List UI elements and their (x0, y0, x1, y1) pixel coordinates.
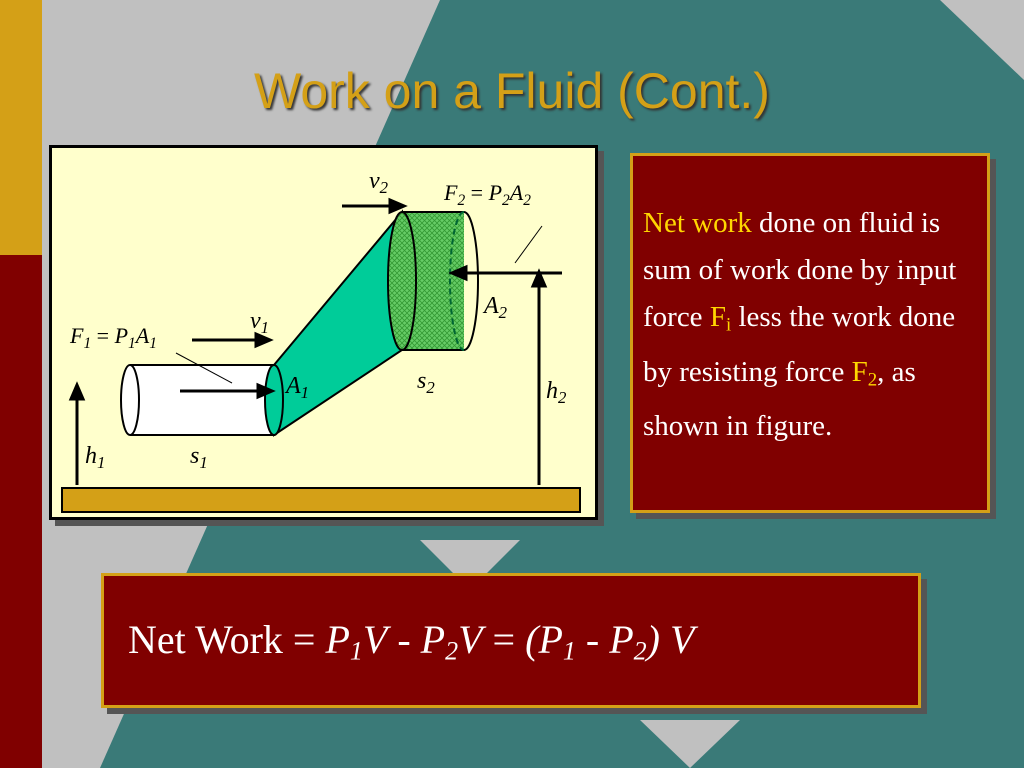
label-s2: s2 (417, 368, 435, 397)
ground-platform (61, 487, 581, 513)
net-work-highlight: Net work (643, 207, 752, 239)
force-fi: Fi (709, 301, 732, 336)
label-f2: F2 = P2A2 (443, 180, 531, 209)
label-h2: h2 (546, 378, 567, 407)
label-v1: v1 (250, 308, 269, 337)
lower-cylinder (130, 364, 275, 436)
diagram-panel: v2 F2 = P2A2 A2 F1 = P1A1 v1 A1 s2 h2 h1… (49, 145, 598, 520)
label-a1: A1 (284, 373, 309, 402)
label-v2: v2 (369, 168, 389, 197)
tapered-pipe (273, 209, 403, 437)
net-work-formula: Net Work = P1V - P2V = (P1 - P2) V (128, 617, 695, 666)
formula-box: Net Work = P1V - P2V = (P1 - P2) V (101, 573, 921, 708)
explanation-text: Net work done on fluid is sum of work do… (643, 207, 957, 443)
label-h1: h1 (85, 443, 105, 472)
explanation-box: Net work done on fluid is sum of work do… (630, 153, 990, 513)
slide-title: Work on a Fluid (Cont.) (254, 63, 770, 119)
pipe-diagram: v2 F2 = P2A2 A2 F1 = P1A1 v1 A1 s2 h2 h1… (61, 168, 581, 513)
label-s1: s1 (190, 443, 208, 472)
force-f2: F2 (851, 355, 878, 391)
label-f1: F1 = P1A1 (69, 323, 157, 352)
label-a2: A2 (482, 293, 508, 322)
